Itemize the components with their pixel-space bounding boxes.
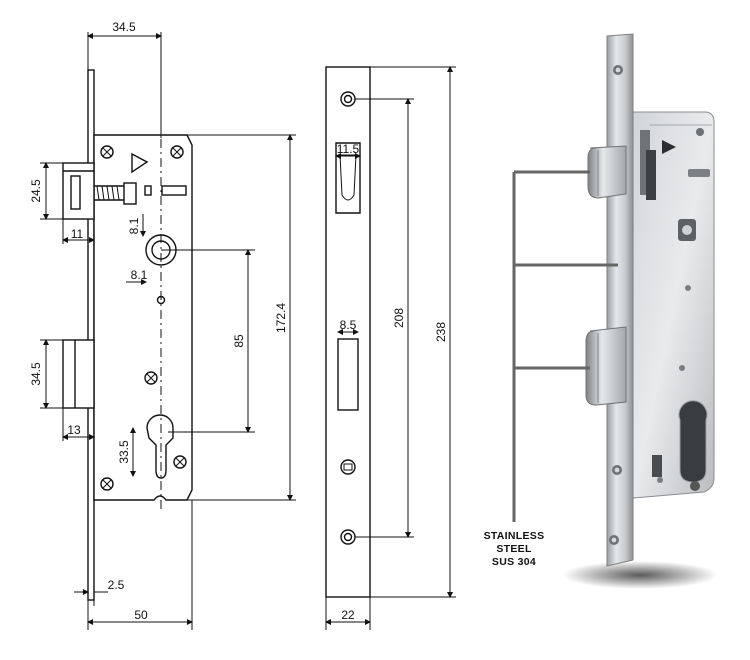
- front-dimension-labels: 11.5 8.5 208 238 22: [337, 142, 448, 622]
- dim-latch-height: 24.5: [29, 179, 43, 203]
- side-lock-case: [93, 134, 193, 501]
- material-callout: STAINLESS STEEL SUS 304: [484, 530, 545, 568]
- dim-latch-slot-width: 11.5: [337, 142, 360, 156]
- front-latch-slot: [335, 142, 361, 214]
- dim-faceplate-thickness: 2.5: [108, 578, 125, 592]
- dim-backset: 34.5: [112, 20, 136, 34]
- photo-bolt: [585, 326, 627, 406]
- dim-bolt-height: 34.5: [29, 362, 43, 386]
- front-dimension-lines: [325, 66, 456, 630]
- dim-hub-offset-h: 8.1: [131, 268, 148, 282]
- dim-plate-width: 22: [341, 608, 355, 622]
- photo-faceplate: [606, 33, 634, 567]
- material-callout-lines: [512, 170, 618, 522]
- dim-screw-spacing: 208: [392, 308, 406, 328]
- callout-line-1: STAINLESS: [484, 530, 545, 542]
- dim-case-height: 172.4: [274, 303, 288, 333]
- callout-line-2: STEEL: [496, 543, 532, 555]
- dim-hub-offset-v: 8.1: [127, 217, 141, 234]
- dim-bolt-throw: 13: [67, 423, 81, 437]
- side-latch: [62, 162, 137, 220]
- photo-shadow: [562, 561, 718, 589]
- front-small-screw: [340, 459, 356, 475]
- side-faceplate: [87, 69, 95, 601]
- dim-bolt-slot-width: 8.5: [340, 318, 357, 332]
- product-photo: [562, 33, 718, 589]
- dim-cylinder-size: 33.5: [117, 440, 131, 464]
- side-triangle-mark: [131, 152, 149, 174]
- side-cylinder-hole: [146, 414, 174, 479]
- dim-plate-height: 238: [434, 322, 448, 342]
- dim-hub-to-cylinder: 85: [232, 334, 246, 348]
- dim-latch-throw: 11: [71, 227, 84, 241]
- dim-overall-depth: 50: [134, 608, 148, 622]
- side-view: [62, 69, 193, 601]
- side-bolt: [62, 339, 95, 409]
- side-screws: [100, 145, 187, 491]
- callout-line-3: SUS 304: [492, 556, 536, 568]
- front-bolt-slot: [337, 338, 359, 411]
- photo-latch: [587, 145, 627, 199]
- side-dimension-lines: [40, 32, 296, 630]
- side-dimension-labels: 34.5 24.5 11 8.1 8.1 85 172.4 34.5 13 33…: [29, 20, 288, 622]
